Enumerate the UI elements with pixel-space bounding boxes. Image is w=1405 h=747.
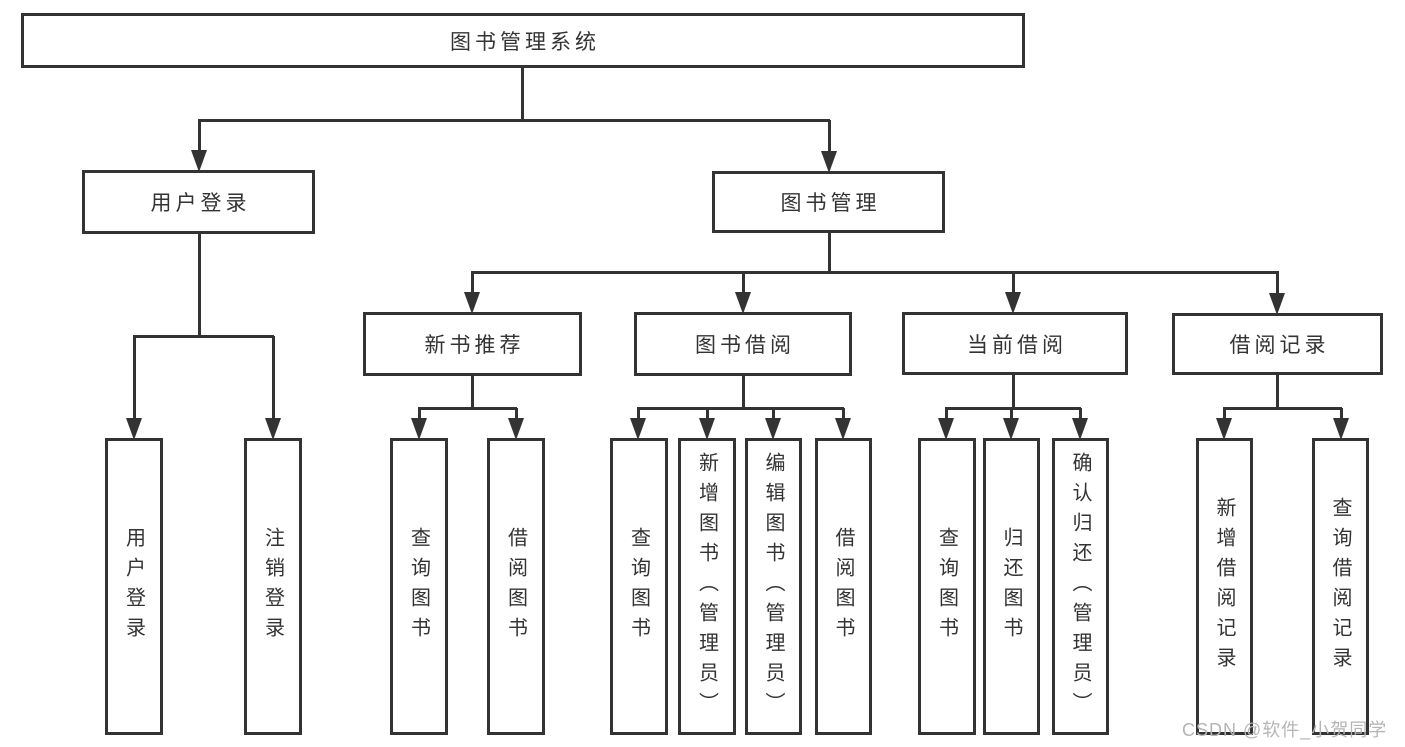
connector-line [133, 336, 136, 418]
connector-line [742, 374, 745, 410]
connector-line [418, 408, 421, 418]
arrow-down-icon [1005, 292, 1021, 314]
connector-line [772, 408, 775, 418]
connector-line [198, 232, 201, 338]
leaf-borrow-book-recommend: 借阅图书 [487, 438, 545, 735]
connector-line [1012, 373, 1015, 410]
arrow-down-icon [126, 418, 142, 440]
node-library-system: 图书管理系统 [21, 13, 1025, 68]
watermark: CSDN @软件_小贺同学 [1182, 720, 1388, 740]
arrow-down-icon [938, 418, 954, 440]
connector-line [945, 408, 948, 418]
leaf-query-book-recommend: 查询图书 [390, 438, 448, 735]
arrow-down-icon [821, 151, 837, 173]
leaf-query-borrow-record: 查询借阅记录 [1312, 438, 1369, 735]
arrow-down-icon [191, 150, 207, 172]
leaf-edit-book-admin: 编辑图书（管理员） [745, 438, 802, 735]
leaf-confirm-return-admin: 确认归还（管理员） [1052, 438, 1109, 735]
arrow-down-icon [765, 418, 781, 440]
connector-line [1276, 373, 1279, 410]
arrow-down-icon [1003, 418, 1019, 440]
connector-line [521, 66, 524, 121]
arrow-down-icon [411, 418, 427, 440]
connector-line [1340, 408, 1343, 418]
leaf-add-borrow-record: 新增借阅记录 [1196, 438, 1253, 735]
connector-line [198, 119, 830, 122]
node-borrow-record: 借阅记录 [1172, 313, 1383, 375]
connector-line [637, 408, 640, 418]
connector-line [828, 231, 831, 274]
leaf-logout: 注销登录 [244, 438, 302, 735]
arrow-down-icon [1072, 418, 1088, 440]
node-new-book-recommend: 新书推荐 [363, 312, 582, 376]
connector-line [1079, 408, 1082, 418]
connector-line [1276, 272, 1279, 293]
arrow-down-icon [265, 418, 281, 440]
connector-line [471, 272, 474, 292]
node-book-borrow: 图书借阅 [634, 312, 852, 376]
arrow-down-icon [1216, 418, 1232, 440]
connector-line [471, 271, 1279, 274]
connector-line [1223, 408, 1226, 418]
arrow-down-icon [464, 292, 480, 314]
leaf-query-book-borrow: 查询图书 [610, 438, 668, 735]
leaf-user-login: 用户登录 [105, 438, 163, 735]
arrow-down-icon [1333, 418, 1349, 440]
leaf-borrow-book: 借阅图书 [815, 438, 872, 735]
connector-line [1010, 408, 1013, 418]
connector-line [706, 408, 709, 418]
node-book-management: 图书管理 [712, 171, 945, 233]
leaf-return-book: 归还图书 [983, 438, 1040, 735]
node-user-login: 用户登录 [82, 170, 315, 234]
leaf-query-book-current: 查询图书 [918, 438, 976, 735]
arrow-down-icon [835, 418, 851, 440]
arrow-down-icon [735, 292, 751, 314]
connector-line [742, 272, 745, 292]
connector-line [133, 335, 274, 338]
connector-line [515, 408, 518, 418]
connector-line [1223, 407, 1342, 410]
connector-line [471, 374, 474, 410]
connector-line [418, 407, 517, 410]
connector-line [637, 407, 844, 410]
connector-line [842, 408, 845, 418]
node-current-borrow: 当前借阅 [902, 312, 1128, 375]
arrow-down-icon [1269, 293, 1285, 315]
connector-line [945, 407, 1081, 410]
leaf-add-book-admin: 新增图书（管理员） [678, 438, 736, 735]
connector-line [1012, 272, 1015, 292]
arrow-down-icon [508, 418, 524, 440]
connector-line [198, 120, 201, 150]
arrow-down-icon [630, 418, 646, 440]
connector-line [272, 336, 275, 418]
arrow-down-icon [699, 418, 715, 440]
connector-line [828, 120, 831, 151]
